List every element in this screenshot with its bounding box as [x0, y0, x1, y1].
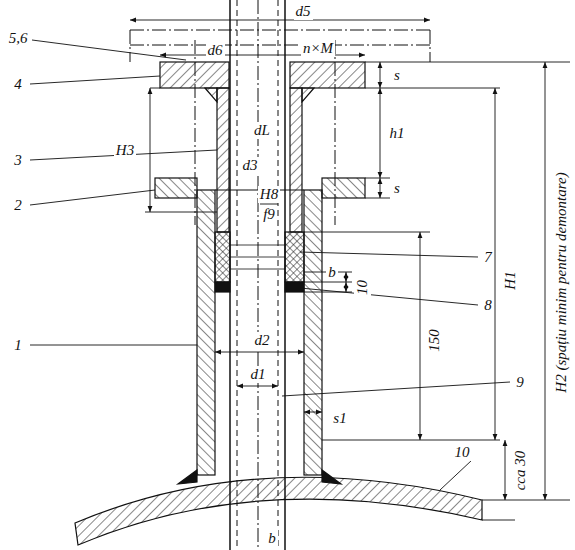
bolt-spec: n×M: [301, 40, 335, 57]
dimension-label: b: [326, 264, 338, 281]
dimension-label: H2 (spațiu minim pentru demontare): [552, 170, 569, 394]
dimension-label: s: [392, 180, 402, 197]
dimension-label: h1: [388, 125, 407, 142]
dimension-label: s: [392, 67, 402, 84]
callout-number: 1: [12, 337, 24, 354]
dimension-label: d1: [249, 366, 268, 383]
callout-number: 2: [12, 197, 24, 214]
dimension-label: dL: [252, 122, 272, 139]
fit-tolerance: H8: [258, 186, 280, 203]
callout-number: 4: [12, 76, 24, 93]
callout-number: 3: [12, 152, 24, 169]
callout-number: 8: [482, 297, 494, 314]
section-label: b: [266, 530, 278, 547]
dimension-label: s1: [331, 410, 348, 427]
dimension-label: H1: [502, 269, 519, 291]
callout-number: 5,6: [7, 30, 30, 47]
callout-number: 7: [482, 249, 494, 266]
dimension-label: d6: [206, 42, 225, 59]
dimension-label: d2: [253, 332, 272, 349]
dimension-label: 150: [426, 327, 443, 354]
dimension-label: d5: [294, 3, 313, 20]
dimension-label: cca 30: [512, 448, 529, 492]
dimension-label: H3: [114, 142, 136, 159]
fit-tolerance: f9: [261, 206, 277, 223]
callout-number: 9: [514, 374, 526, 391]
callout-number: 10: [453, 444, 472, 461]
dimension-label: 10: [354, 278, 371, 297]
dimension-label: d3: [241, 157, 260, 174]
